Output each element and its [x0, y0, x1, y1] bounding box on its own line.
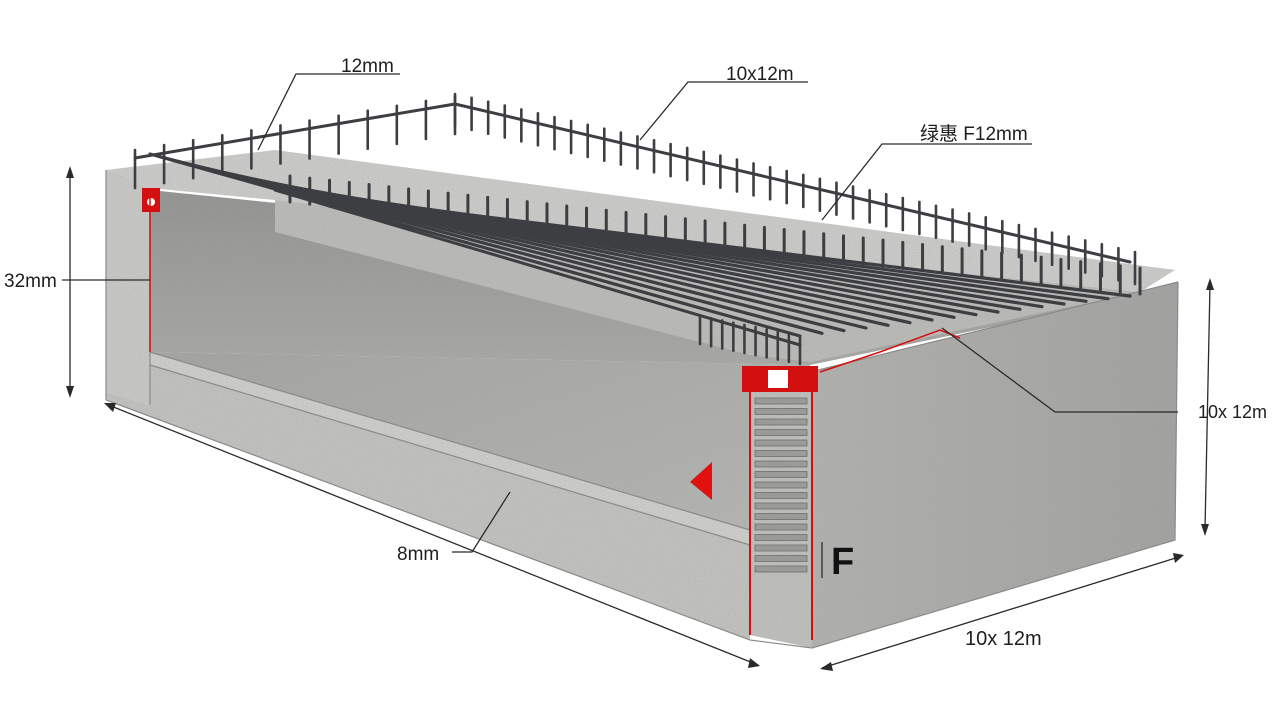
rebar-rail-back: [133, 102, 457, 160]
section-marker-label: F: [831, 541, 854, 583]
pillar-bar: [754, 502, 808, 510]
left-end-wall: [106, 170, 150, 405]
pillar-bar: [754, 513, 808, 520]
front-length-arrow-right: [748, 658, 760, 668]
pillar-bar: [754, 534, 808, 541]
right-bar-callout-label: 绿惠 F12mm: [920, 123, 1028, 145]
pillar-bar: [754, 418, 808, 426]
right-height-arrow-top: [1206, 278, 1214, 290]
right-width-arrow-right: [1173, 553, 1184, 563]
pillar-bar: [754, 523, 808, 531]
top-grid-spacing-label: 10x12m: [726, 64, 794, 85]
pillar-bar: [754, 555, 808, 562]
right-bar-callout-leader: [821, 143, 1032, 221]
pillar-bar: [754, 408, 808, 415]
front-length-leader: [452, 491, 511, 553]
right-edge-leader: [941, 327, 1178, 413]
pillar-bar: [754, 565, 808, 573]
front-length-dimension-line: [105, 403, 759, 666]
bar-diameter-leader: [257, 73, 400, 151]
rebar-cage: [133, 92, 1142, 366]
red-bolt-left: [147, 198, 155, 206]
back-top-ledge: [106, 150, 1175, 292]
pillar-bar: [754, 397, 808, 405]
pillar-bar: [754, 429, 808, 436]
right-width-arrow-left: [820, 662, 833, 671]
pillar-bar: [754, 450, 808, 457]
height-arrow-bottom: [66, 386, 74, 398]
pillar-bar: [754, 544, 808, 552]
front-length-dim-label: 8mm: [397, 544, 439, 565]
corner-pillar-bars: [754, 397, 808, 573]
front-length-arrow-left: [104, 403, 116, 412]
right-end-face: [810, 282, 1178, 648]
front-wall-top: [150, 352, 750, 545]
pillar-bar: [754, 460, 808, 468]
grid-spacing-leader: [639, 81, 808, 141]
right-height-dimension-line: [1204, 283, 1211, 531]
pillar-bar: [754, 439, 808, 447]
right-width-dim-label: 10x 12m: [965, 628, 1042, 650]
concrete-body: [106, 150, 1178, 648]
red-arrow-marker: [690, 462, 712, 500]
red-accents: [142, 188, 961, 640]
height-dim-label: 32mm: [4, 271, 57, 292]
right-height-arrow-bottom: [1201, 524, 1209, 536]
pillar-bar: [754, 481, 808, 489]
rebar-longitudinal: [298, 192, 1132, 298]
pillar-bar: [754, 492, 808, 499]
dimension-lines: [62, 73, 1214, 671]
right-width-dimension-line: [821, 555, 1183, 669]
rebar-rail-front: [273, 188, 802, 347]
height-arrow-top: [66, 166, 74, 178]
red-corner-insert: [768, 370, 788, 388]
pillar-bar: [754, 471, 808, 478]
right-edge-callout-label: 10x 12m: [1198, 402, 1267, 422]
dimension-labels: 12mm 10x12m 绿惠 F12mm 32mm 10x 12m 8mm 10…: [4, 56, 1267, 650]
top-bar-diameter-label: 12mm: [341, 56, 394, 77]
front-long-wall: [106, 355, 750, 640]
rebar-rail-right: [453, 102, 1132, 264]
